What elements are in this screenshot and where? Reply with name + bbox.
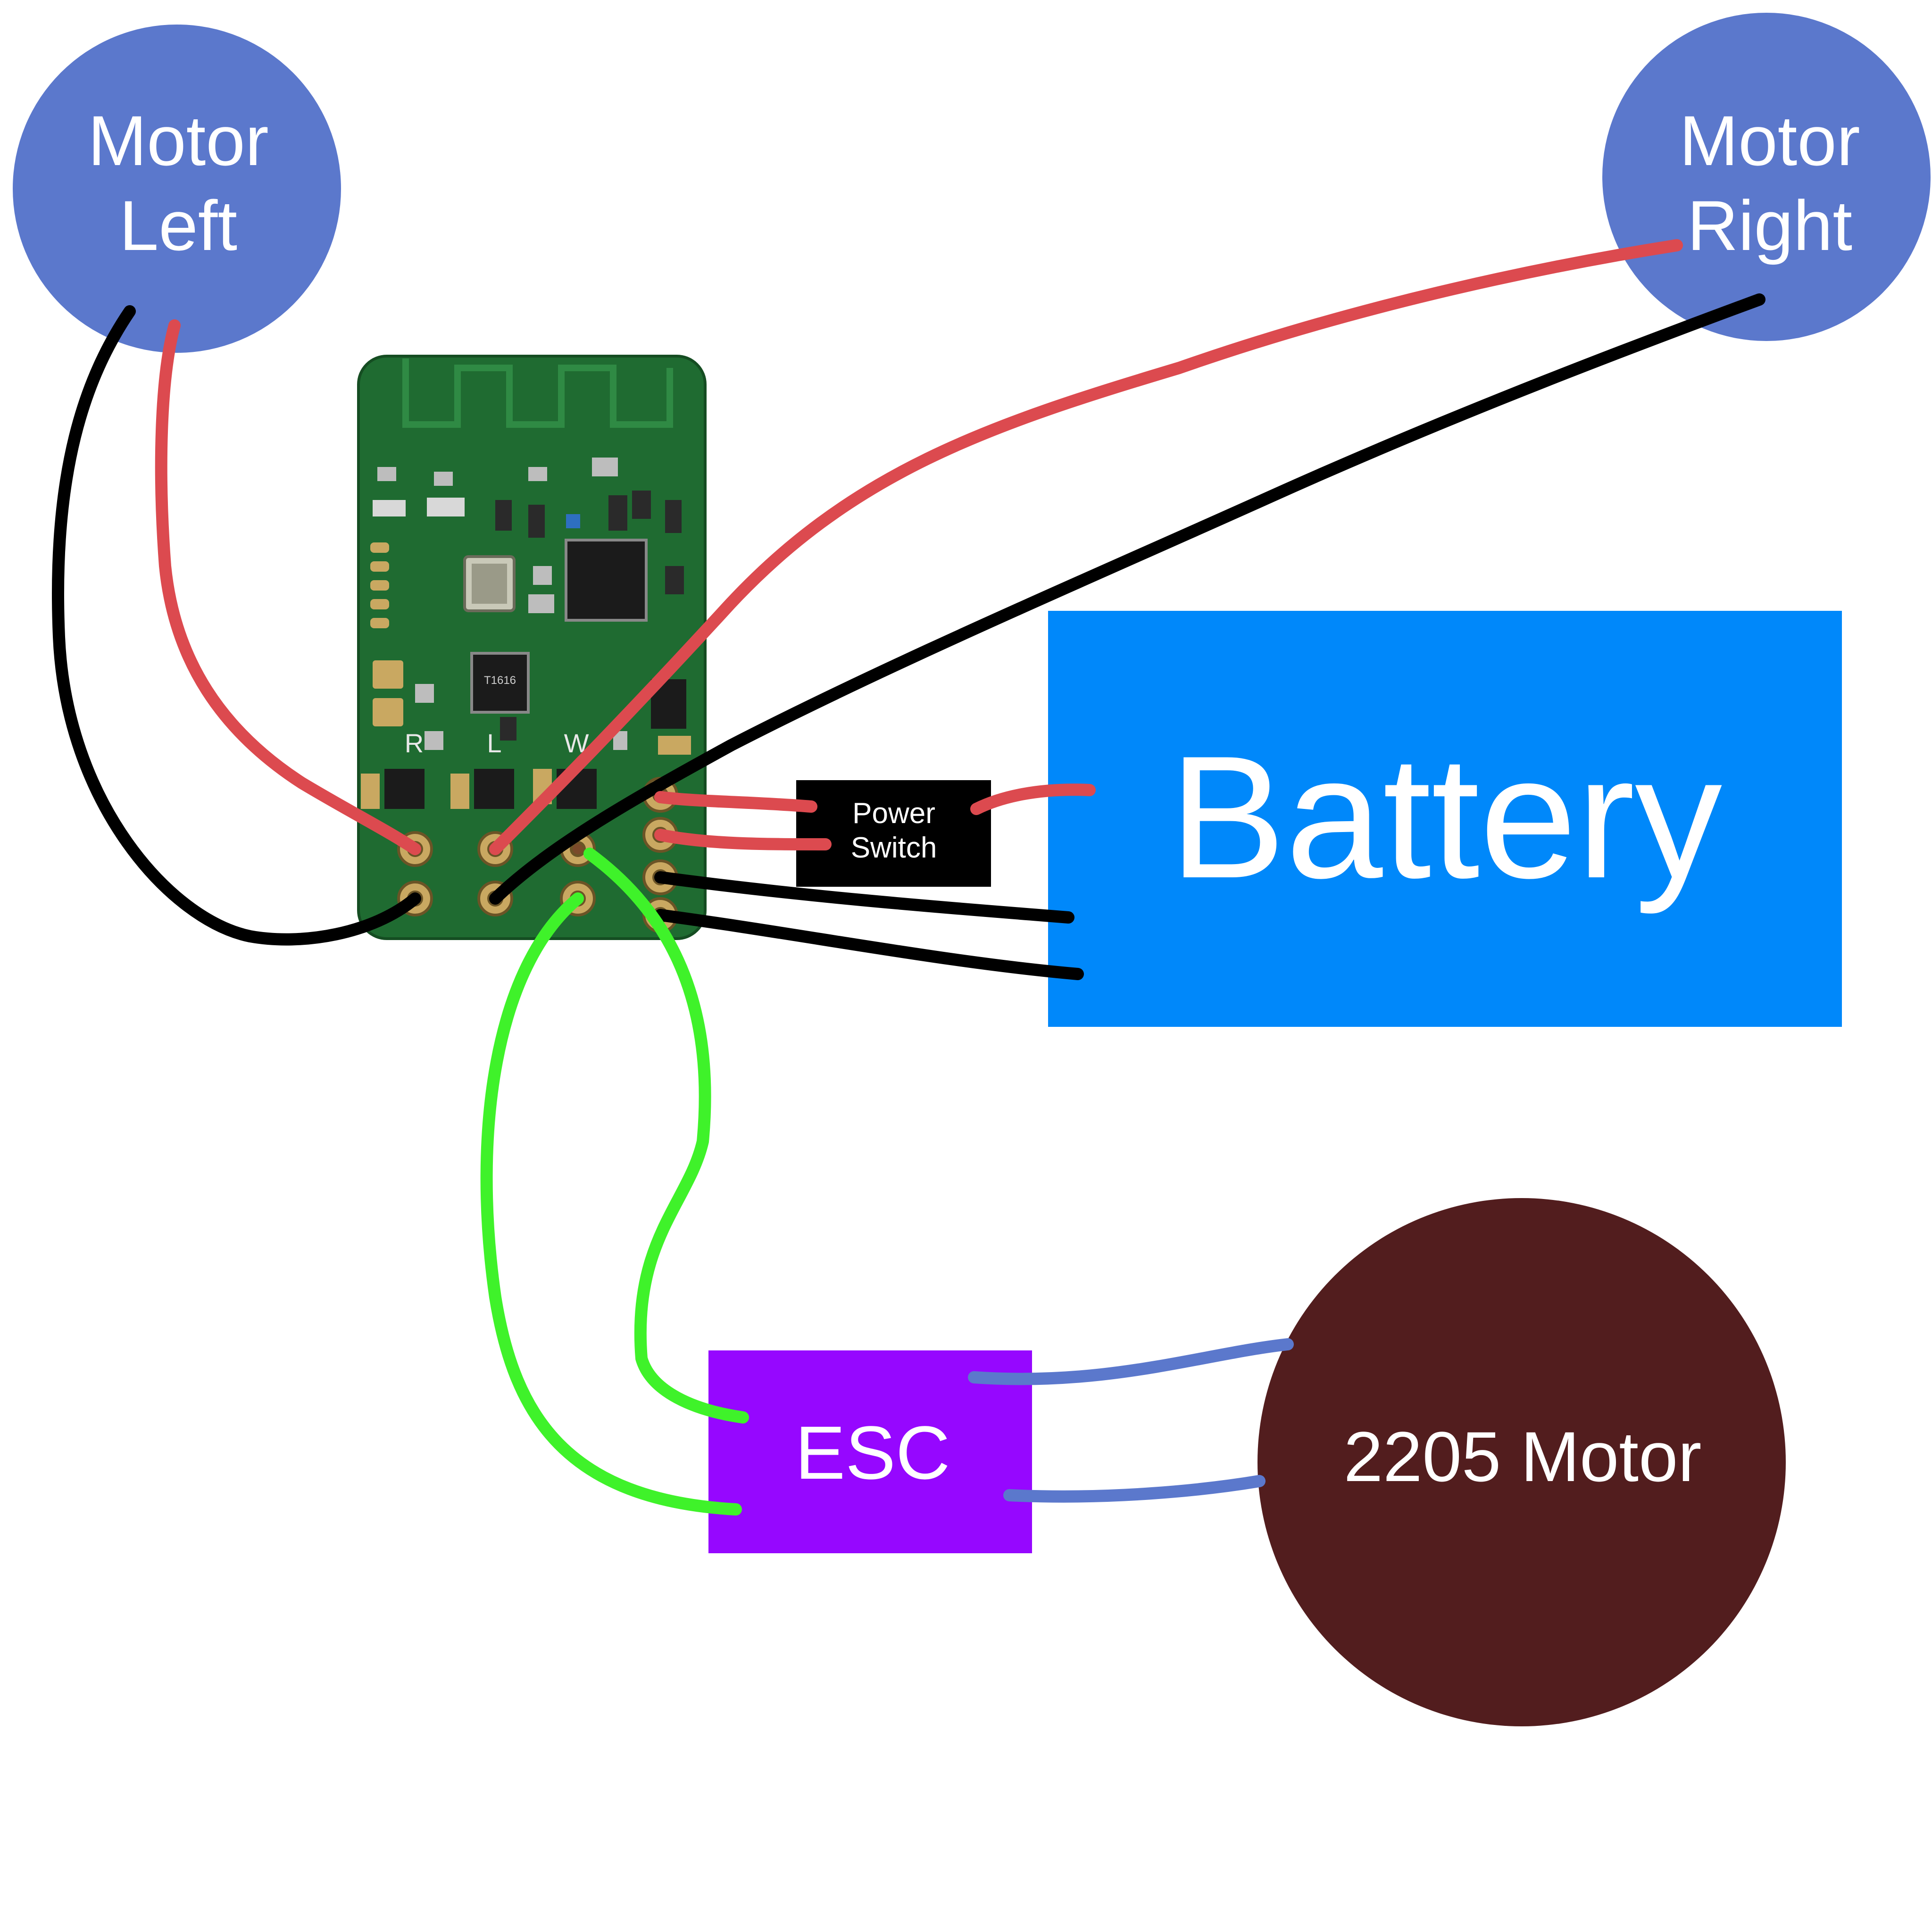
motor-right-circle [1602, 13, 1931, 341]
chip-marking: T1616 [484, 674, 516, 687]
motor-2205-label: 2205 Motor [1344, 1417, 1702, 1496]
wire-motor-right-black [489, 293, 1765, 905]
wire-battery-red [970, 783, 1096, 815]
motor-2205-circle [1257, 1198, 1786, 1726]
wire-motor-blue-2 [1003, 1475, 1266, 1503]
power-switch-label-line1: Power [852, 797, 935, 830]
motor-left-label-line1: Motor [88, 101, 268, 180]
esc-label: ESC [795, 1410, 950, 1495]
wire-motor-right-red [489, 239, 1683, 855]
driver-ic [470, 652, 530, 714]
wire-battery-black-2 [654, 909, 1084, 980]
motor-right-label-line1: Motor [1679, 101, 1860, 180]
motor-left-label-line2: Left [119, 186, 237, 265]
wire-battery-black-1 [654, 871, 1074, 924]
wire-esc-green-1 [480, 892, 742, 1516]
motor-right-label-line2: Right [1687, 186, 1852, 265]
smd-components [373, 458, 684, 750]
wire-motor-left-red [155, 319, 421, 855]
battery-block [1048, 611, 1842, 1027]
pad-label-r: R [405, 728, 424, 758]
pad-label-l: L [487, 728, 501, 758]
wire-switch-red-2 [654, 829, 832, 850]
antenna-trace [402, 358, 673, 428]
wire-motor-blue-1 [968, 1338, 1294, 1385]
motor-left-circle [13, 25, 341, 353]
battery-label: Battery [1169, 720, 1722, 916]
wire-switch-red-1 [654, 791, 817, 813]
esc-block [708, 1350, 1032, 1553]
wire-motor-left-black [52, 305, 421, 946]
side-pads [370, 542, 403, 726]
power-switch-block [796, 780, 991, 887]
wire-esc-green-2 [583, 848, 749, 1424]
power-switch-label-line2: Switch [851, 832, 937, 864]
main-ic [565, 539, 648, 622]
